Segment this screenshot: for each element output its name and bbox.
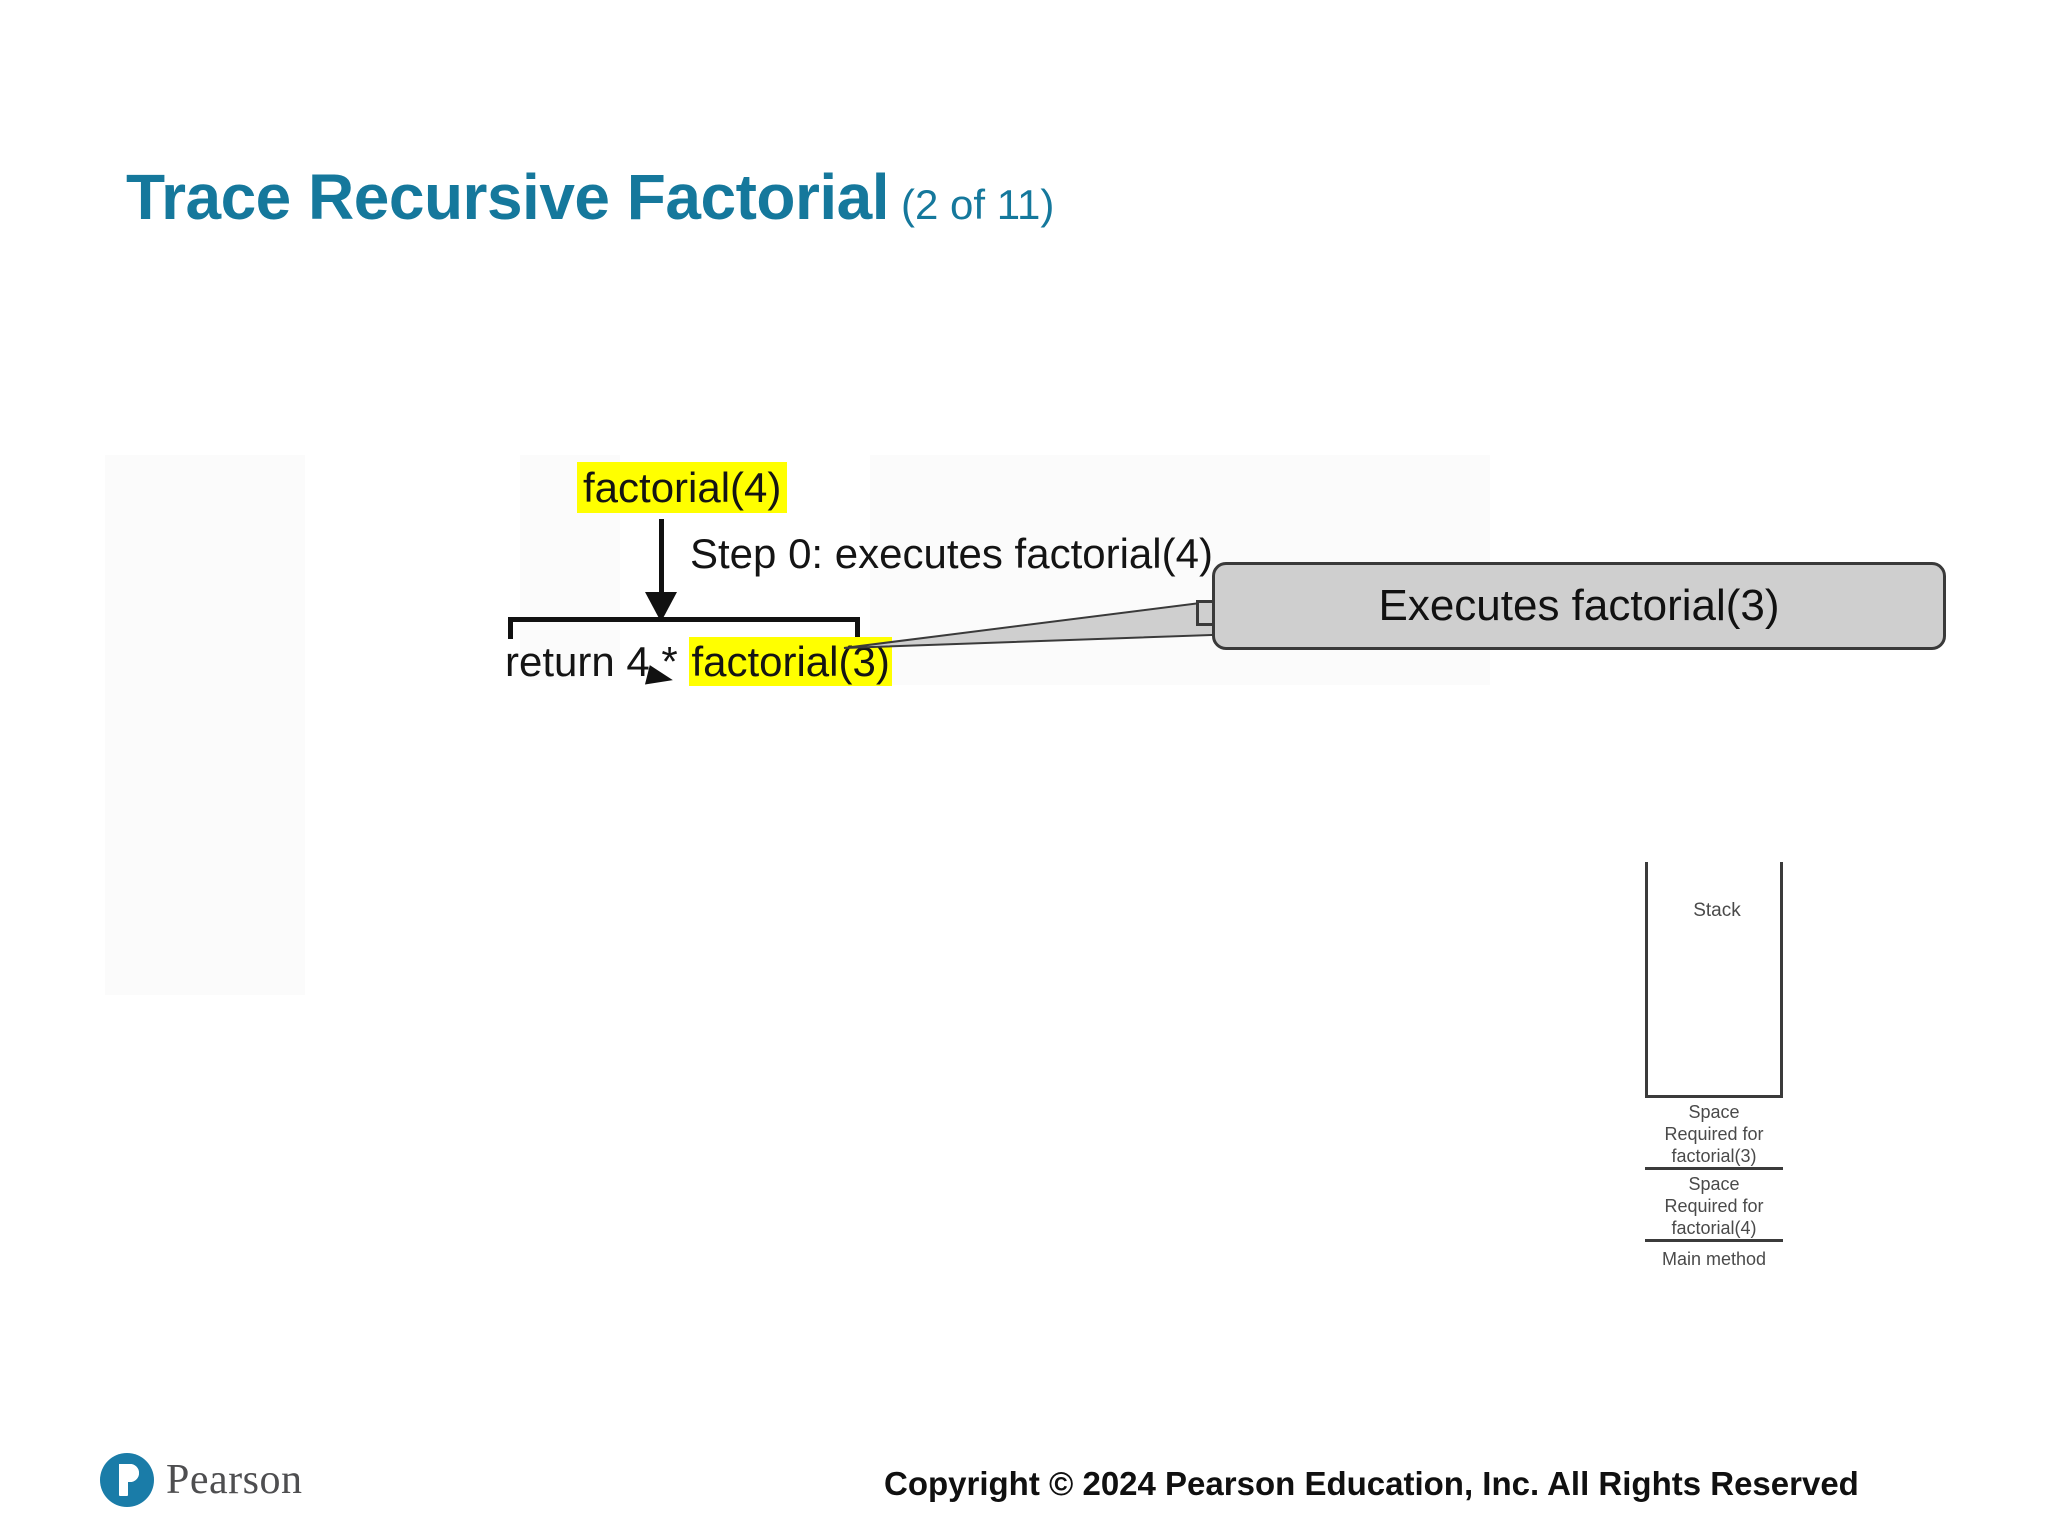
pearson-p-icon (100, 1453, 154, 1507)
copyright-notice: Copyright © 2024 Pearson Education, Inc.… (884, 1465, 1859, 1502)
page-title: Trace Recursive Factorial(2 of 11) (126, 160, 1054, 234)
stack-frame-line-1: Main method (1661, 1249, 1767, 1269)
callout-label: Executes factorial(3) (1378, 581, 1780, 630)
page-title-counter: (2 of 11) (901, 181, 1055, 228)
stack-frame-factorial-3: Space Required for factorial(3) (1645, 1095, 1783, 1167)
step-0-annotation: Step 0: executes factorial(4) (690, 530, 1213, 577)
stack-frame-line-1: Space (1688, 1102, 1740, 1122)
call-stack-diagram: Stack Space Required for factorial(3) Sp… (1645, 862, 1783, 1276)
callout-notch (1196, 600, 1216, 626)
executes-factorial-callout: Executes factorial(3) (1212, 562, 1946, 650)
stack-frame-line-1: Space (1688, 1174, 1740, 1194)
stack-frame-line-2: Required for (1664, 1195, 1764, 1216)
stack-frame-factorial-4: Space Required for factorial(4) (1645, 1167, 1783, 1239)
callout-tail-connector (843, 596, 1240, 649)
step-arrow-shaft (659, 519, 664, 601)
return-expression-bracket (508, 617, 860, 639)
return-expression: return 4 * factorial(3) (505, 637, 892, 686)
return-expression-prefix: return 4 * (505, 638, 690, 685)
stack-frame-line-2: Required for (1664, 1123, 1764, 1144)
stack-frame-line-3: factorial(3) (1671, 1145, 1757, 1166)
factorial-4-call-label: factorial(4) (577, 462, 788, 514)
pearson-logo: Pearson (100, 1453, 302, 1507)
page-title-main: Trace Recursive Factorial (126, 161, 890, 233)
pearson-wordmark: Pearson (166, 1457, 303, 1503)
stack-frame-main-method: Main method (1645, 1239, 1783, 1276)
stack-frame-line-3: factorial(4) (1671, 1217, 1757, 1238)
scan-artifact-left (105, 455, 305, 995)
stack-title-label: Stack (1693, 900, 1741, 921)
